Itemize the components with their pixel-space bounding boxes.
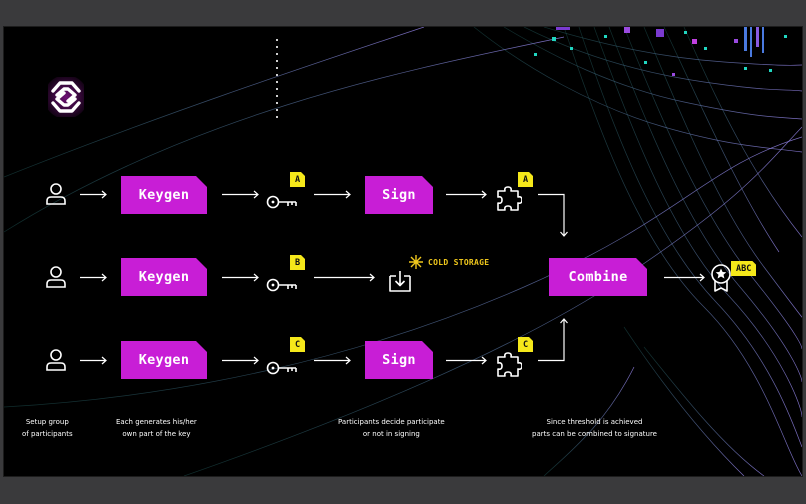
- flow-arrow: [446, 356, 488, 365]
- caption-line: Since threshold is achieved: [546, 418, 643, 426]
- flow-arrow: [314, 190, 352, 199]
- keygen-box-c: Keygen: [121, 341, 207, 379]
- flow-arrow: [80, 356, 108, 365]
- key-icon: [266, 277, 298, 293]
- caption-line: or not in signing: [362, 430, 420, 438]
- caption-line: Each generates his/her: [116, 418, 197, 426]
- puzzle-piece-icon: [496, 186, 522, 212]
- user-icon: [45, 182, 67, 206]
- key-badge-a: A: [290, 172, 305, 187]
- result-badge: ABC: [731, 261, 756, 276]
- connector-arrow-up: [538, 318, 568, 362]
- combine-box: Combine: [549, 258, 647, 296]
- flow-arrow: [664, 273, 706, 282]
- flow-arrow: [222, 356, 260, 365]
- caption-combine: Since threshold is achieved parts can be…: [532, 416, 657, 440]
- flow-arrow: [222, 273, 260, 282]
- keygen-box-b: Keygen: [121, 258, 207, 296]
- caption-decide: Participants decide participate or not i…: [338, 416, 445, 440]
- snowflake-icon: [409, 255, 423, 269]
- flow-arrow: [222, 190, 260, 199]
- puzzle-piece-icon: [496, 352, 522, 378]
- connector-arrow-down: [538, 193, 568, 237]
- caption-setup: Setup group of participants: [22, 416, 73, 440]
- sign-box-c: Sign: [365, 341, 433, 379]
- flow-arrow: [80, 273, 108, 282]
- flow-arrow: [314, 356, 352, 365]
- diagram-canvas: Keygen A Sign A Keygen: [4, 27, 802, 476]
- flow-arrow: [80, 190, 108, 199]
- sign-box-a: Sign: [365, 176, 433, 214]
- keygen-box-a: Keygen: [121, 176, 207, 214]
- dotted-separator: [276, 39, 278, 121]
- key-badge-b: B: [290, 255, 305, 270]
- caption-line: parts can be combined to signature: [532, 430, 657, 438]
- key-badge-c: C: [290, 337, 305, 352]
- signature-badge-c: C: [518, 337, 533, 352]
- cold-storage-text: COLD STORAGE: [428, 257, 490, 267]
- logo-icon: [48, 77, 84, 117]
- cold-storage-label: COLD STORAGE: [409, 255, 489, 269]
- user-icon: [45, 265, 67, 289]
- caption-line: Setup group: [25, 418, 69, 426]
- flow-arrow: [446, 190, 488, 199]
- caption-line: Participants decide participate: [338, 418, 445, 426]
- download-box-icon: [387, 268, 413, 294]
- user-icon: [45, 348, 67, 372]
- caption-line: own part of the key: [122, 430, 191, 438]
- signature-badge-a: A: [518, 172, 533, 187]
- caption-line: of participants: [22, 430, 73, 438]
- background-waves: [4, 27, 802, 476]
- award-star-icon: [709, 263, 733, 293]
- flow-arrow: [314, 273, 376, 282]
- caption-generate: Each generates his/her own part of the k…: [116, 416, 197, 440]
- key-icon: [266, 194, 298, 210]
- key-icon: [266, 360, 298, 376]
